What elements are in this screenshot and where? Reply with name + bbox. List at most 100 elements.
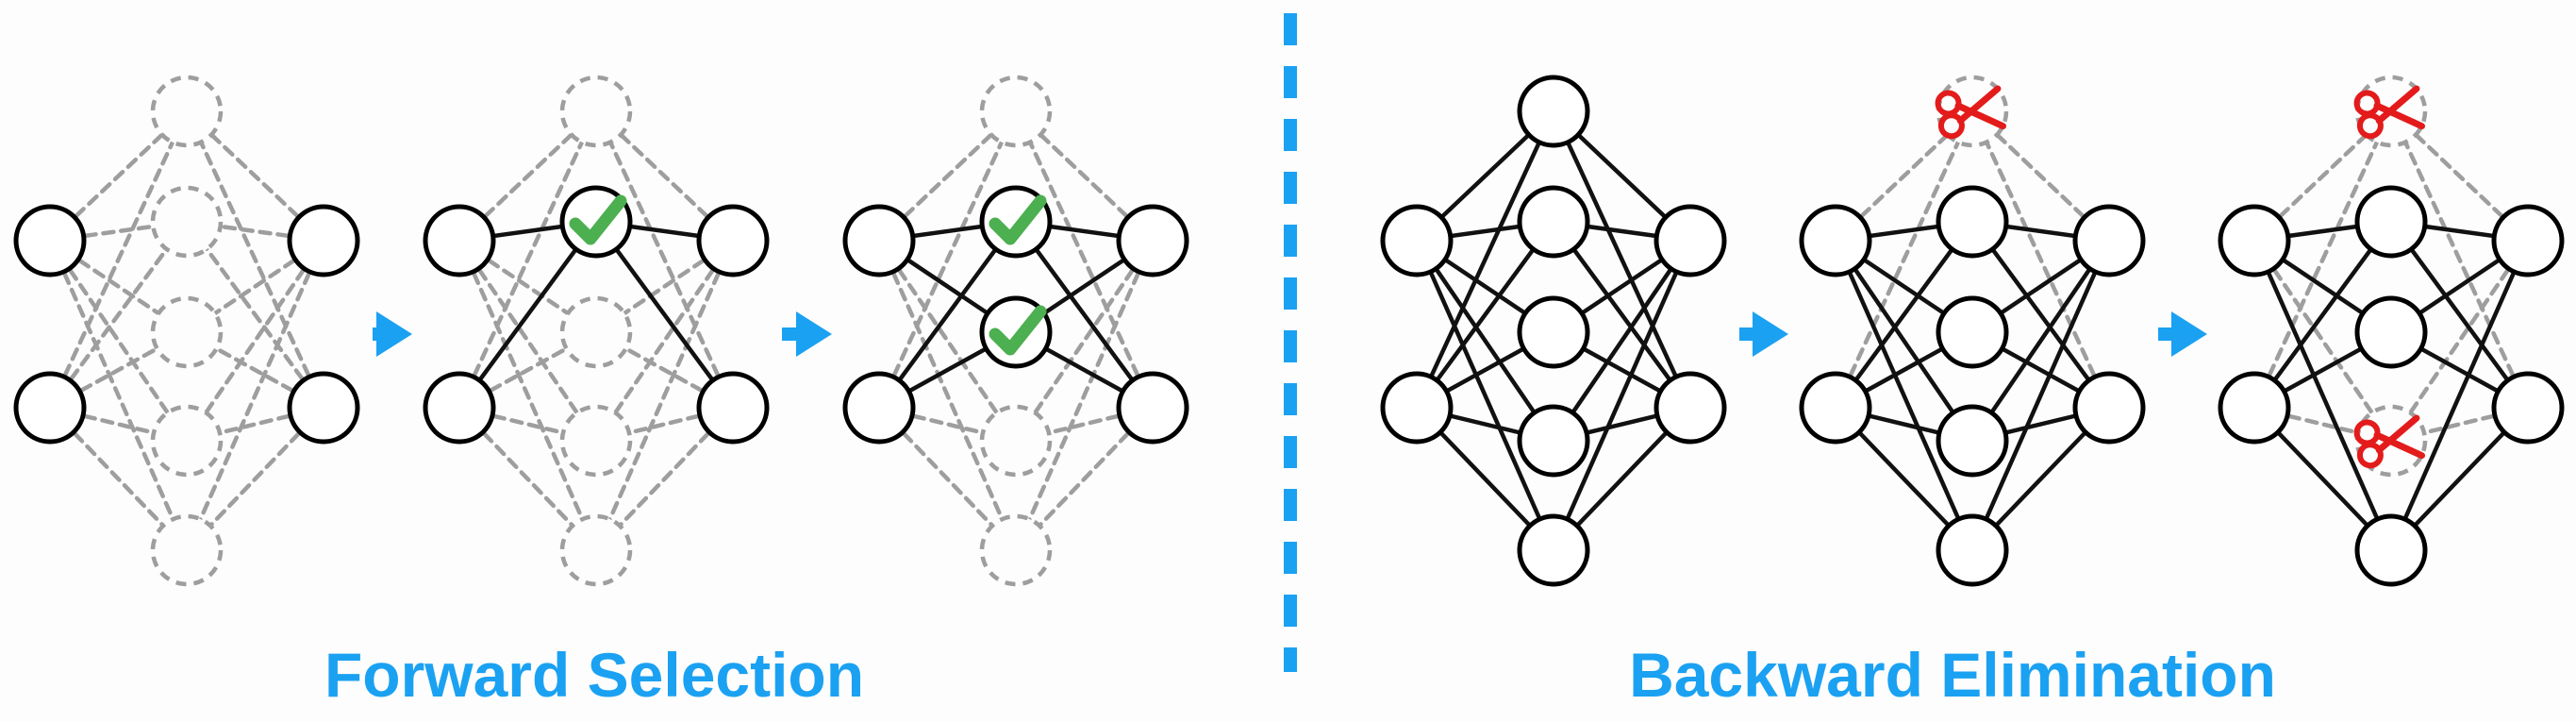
inactive-edge [457, 238, 599, 553]
scissors-icon [2353, 85, 2425, 140]
network-4 [1380, 75, 1727, 587]
hidden-node [2354, 295, 2428, 369]
hidden-node-inactive [150, 295, 224, 369]
scissors-blade [2375, 85, 2420, 125]
inactive-edge [2252, 109, 2394, 411]
input-node [2218, 204, 2291, 277]
inactive-edge [593, 238, 736, 553]
active-edge [1969, 238, 2112, 553]
inactive-edge [2252, 109, 2394, 243]
hidden-node [1936, 513, 2009, 587]
output-node [2072, 204, 2146, 277]
inactive-edge [1969, 109, 2112, 243]
hidden-node-inactive [559, 404, 633, 478]
backward-elimination-label: Backward Elimination [1629, 640, 2276, 710]
input-node [1799, 204, 1872, 277]
active-edge [1414, 109, 1556, 411]
input-node [1380, 204, 1454, 277]
arrow-right-icon [2158, 311, 2207, 357]
inactive-edge [1013, 238, 1155, 553]
output-node [1654, 204, 1727, 277]
inactive-edge [184, 219, 326, 411]
inactive-edge [1013, 109, 1155, 411]
inactive-edge [457, 109, 599, 243]
active-edge [2252, 238, 2394, 553]
scissors-handle [2356, 442, 2384, 469]
inactive-edge [2252, 238, 2394, 444]
scissors-blade [1956, 85, 2002, 125]
active-edge [1969, 219, 2112, 411]
output-node [287, 371, 360, 445]
check-mark [989, 305, 1047, 356]
network-1 [13, 75, 360, 587]
inactive-edge [47, 238, 190, 553]
hidden-node [2354, 513, 2428, 587]
check-icon [569, 194, 627, 245]
inactive-edge [1969, 109, 2112, 411]
hidden-node-inactive [979, 513, 1053, 587]
active-edge [1833, 238, 1975, 444]
input-node [423, 371, 496, 445]
hidden-node [1517, 404, 1590, 478]
inactive-edge [457, 109, 599, 411]
hidden-node [1517, 513, 1590, 587]
inactive-edge [1013, 109, 1155, 243]
arrow-head [376, 311, 412, 357]
inactive-edge [876, 238, 1019, 444]
hidden-node-inactive [150, 404, 224, 478]
check-icon [989, 194, 1047, 245]
hidden-node [2354, 185, 2428, 259]
hidden-node-inactive [979, 75, 1053, 148]
active-edge [1969, 238, 2112, 444]
active-edge [2388, 238, 2531, 553]
hidden-node [1517, 75, 1590, 148]
inactive-edge [593, 109, 736, 243]
inactive-edge [47, 219, 190, 411]
scissors-blade [2373, 431, 2425, 460]
active-edge [2252, 219, 2394, 411]
inactive-edge [2388, 109, 2531, 411]
hidden-node-inactive [150, 75, 224, 148]
hidden-node [1936, 295, 2009, 369]
hidden-node-inactive [559, 75, 633, 148]
check-icon [989, 305, 1047, 356]
active-edge [876, 219, 1019, 411]
inactive-edge [1013, 238, 1155, 444]
inactive-edge [47, 109, 190, 411]
network-6 [2218, 75, 2565, 587]
output-node [2491, 371, 2565, 445]
arrow-right-icon [782, 311, 832, 357]
arrow-head [796, 311, 832, 357]
output-node [1116, 204, 1189, 277]
forward-selection-label: Forward Selection [324, 640, 865, 710]
input-node [2218, 371, 2291, 445]
hidden-node [1517, 185, 1590, 259]
scissors-icon [1935, 85, 2006, 140]
input-node [1799, 371, 1872, 445]
inactive-edge [184, 109, 326, 411]
inactive-edge [457, 238, 599, 444]
hidden-node-inactive [559, 513, 633, 587]
arrow-right-icon [373, 311, 412, 357]
inactive-edge [876, 109, 1019, 243]
active-edge [1551, 109, 1693, 411]
output-node [696, 371, 770, 445]
output-node [1654, 371, 1727, 445]
inactive-edge [876, 109, 1019, 411]
input-node [423, 204, 496, 277]
input-node [13, 371, 87, 445]
hidden-node-inactive [150, 185, 224, 259]
inactive-edge [2388, 238, 2531, 444]
active-edge [1414, 219, 1556, 411]
input-node [1380, 371, 1454, 445]
active-edge [1833, 219, 1975, 411]
output-node [2072, 371, 2146, 445]
active-edge [1551, 219, 1693, 411]
scissors-icon [2353, 414, 2425, 469]
active-edge [1833, 238, 1975, 553]
output-node [2491, 204, 2565, 277]
input-node [842, 371, 916, 445]
active-edge [1551, 238, 1693, 444]
hidden-node [1936, 404, 2009, 478]
active-edge [457, 219, 599, 411]
